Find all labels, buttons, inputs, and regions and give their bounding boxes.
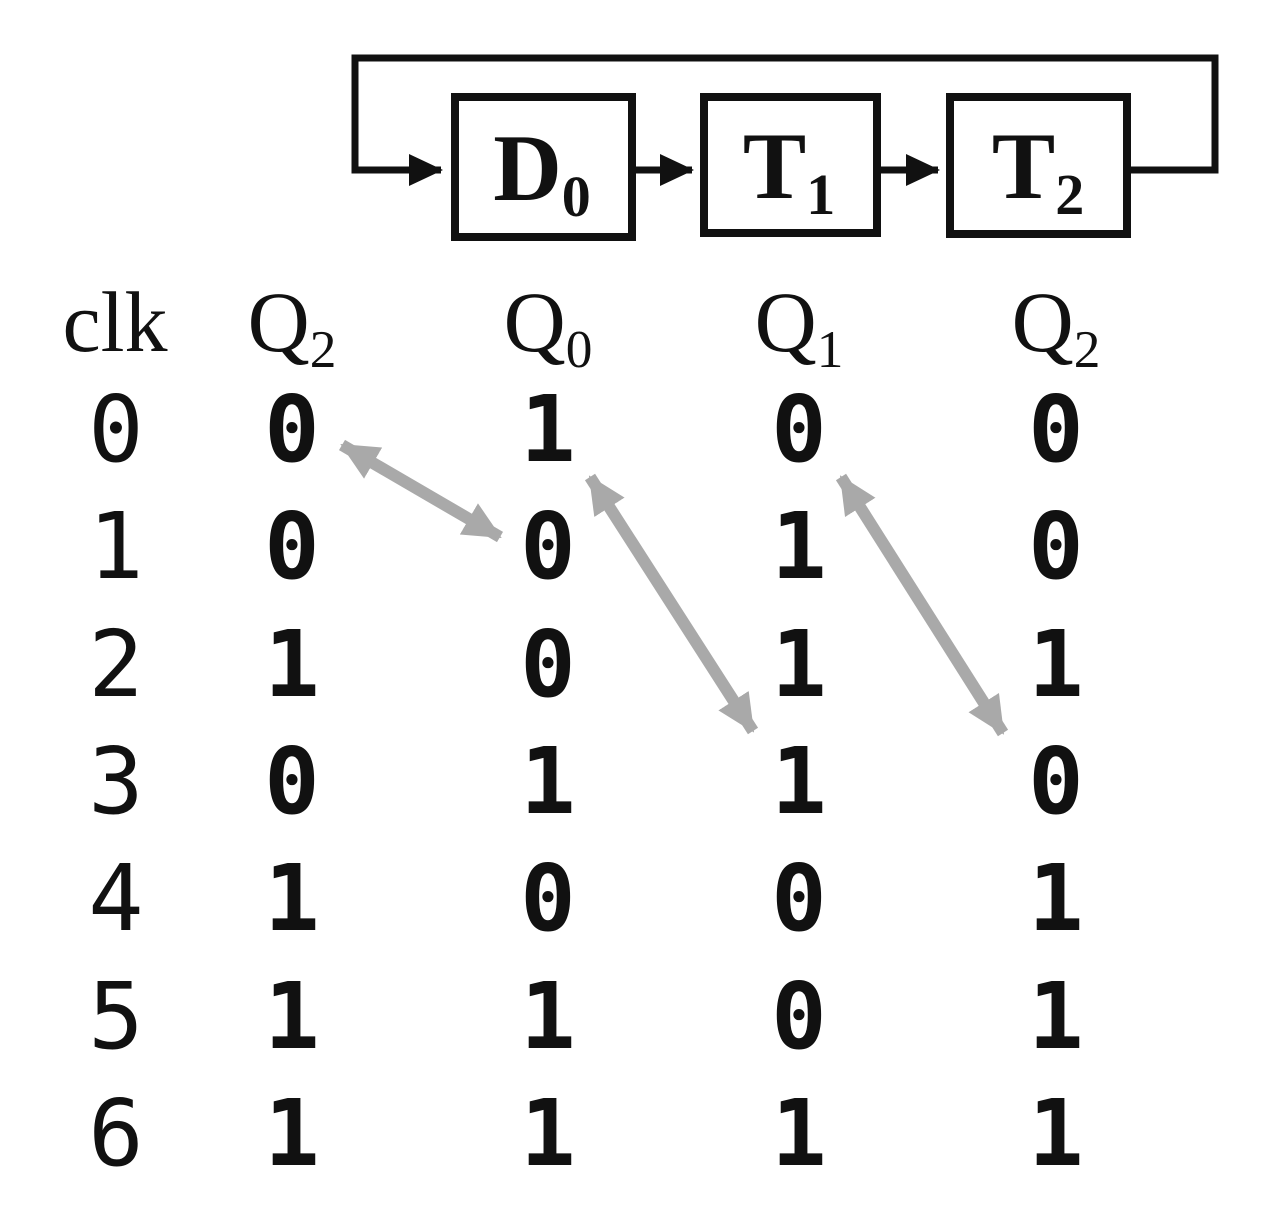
q-value-row1-col2: 1 bbox=[771, 493, 827, 601]
header-q1: Q1 bbox=[754, 274, 844, 379]
q-value-row1-col1: 0 bbox=[520, 493, 576, 601]
q-value-row1-col0: 0 bbox=[264, 493, 320, 601]
flipflop-t1-label: T1 bbox=[743, 113, 835, 227]
q-value-row2-col3: 1 bbox=[1028, 610, 1084, 718]
q-value-row5-col2: 0 bbox=[771, 962, 827, 1070]
q-value-row4-col1: 0 bbox=[520, 845, 576, 953]
q-value-row2-col1: 0 bbox=[520, 610, 576, 718]
q-value-row5-col1: 1 bbox=[520, 962, 576, 1070]
clk-value-row2: 2 bbox=[88, 610, 144, 718]
q-value-row3-col1: 1 bbox=[520, 727, 576, 835]
q-value-row3-col0: 0 bbox=[264, 727, 320, 835]
q-value-row0-col3: 0 bbox=[1028, 376, 1084, 483]
q-value-row2-col0: 1 bbox=[264, 610, 320, 718]
flipflop-t1-box bbox=[700, 93, 881, 237]
clk-value-row4: 4 bbox=[88, 845, 144, 953]
q-value-row5-col0: 1 bbox=[264, 962, 320, 1070]
q-value-row0-col2: 0 bbox=[771, 376, 827, 483]
clk-value-row3: 3 bbox=[88, 727, 144, 835]
q-value-row2-col2: 1 bbox=[771, 610, 827, 718]
q-value-row4-col0: 1 bbox=[264, 845, 320, 953]
q-value-row4-col3: 1 bbox=[1028, 845, 1084, 953]
flipflop-t2-box bbox=[946, 93, 1131, 238]
feedback-wire bbox=[351, 54, 1219, 186]
transition-arrow-2 bbox=[835, 473, 1009, 737]
clk-value-row0: 0 bbox=[88, 376, 144, 483]
transition-arrow-1 bbox=[584, 473, 759, 735]
clk-value-row5: 5 bbox=[88, 962, 144, 1070]
q-value-row6-col2: 1 bbox=[771, 1079, 827, 1187]
header-q2-next: Q2 bbox=[1011, 274, 1101, 379]
header-q2-state: Q2 bbox=[247, 274, 337, 379]
header-clk: clk bbox=[62, 274, 168, 370]
q-value-row6-col0: 1 bbox=[264, 1079, 320, 1187]
transition-arrow-0 bbox=[338, 439, 504, 543]
q-value-row6-col3: 1 bbox=[1028, 1079, 1084, 1187]
clk-value-row6: 6 bbox=[88, 1079, 144, 1187]
q-value-row0-col1: 1 bbox=[520, 376, 576, 483]
q-value-row3-col2: 1 bbox=[771, 727, 827, 835]
flipflop-d0-label: D0 bbox=[493, 115, 591, 229]
header-q0: Q0 bbox=[503, 274, 593, 379]
q-value-row6-col1: 1 bbox=[520, 1079, 576, 1187]
q-value-row1-col3: 0 bbox=[1028, 493, 1084, 601]
q-value-row0-col0: 0 bbox=[264, 376, 320, 483]
transition-arrows-group bbox=[338, 439, 1009, 737]
clk-value-row1: 1 bbox=[88, 493, 144, 601]
q-value-row4-col2: 0 bbox=[771, 845, 827, 953]
q-value-row5-col3: 1 bbox=[1028, 962, 1084, 1070]
flipflop-d0-box bbox=[451, 93, 636, 241]
q-value-row3-col3: 0 bbox=[1028, 727, 1084, 835]
flipflop-t2-label: T2 bbox=[992, 113, 1084, 227]
